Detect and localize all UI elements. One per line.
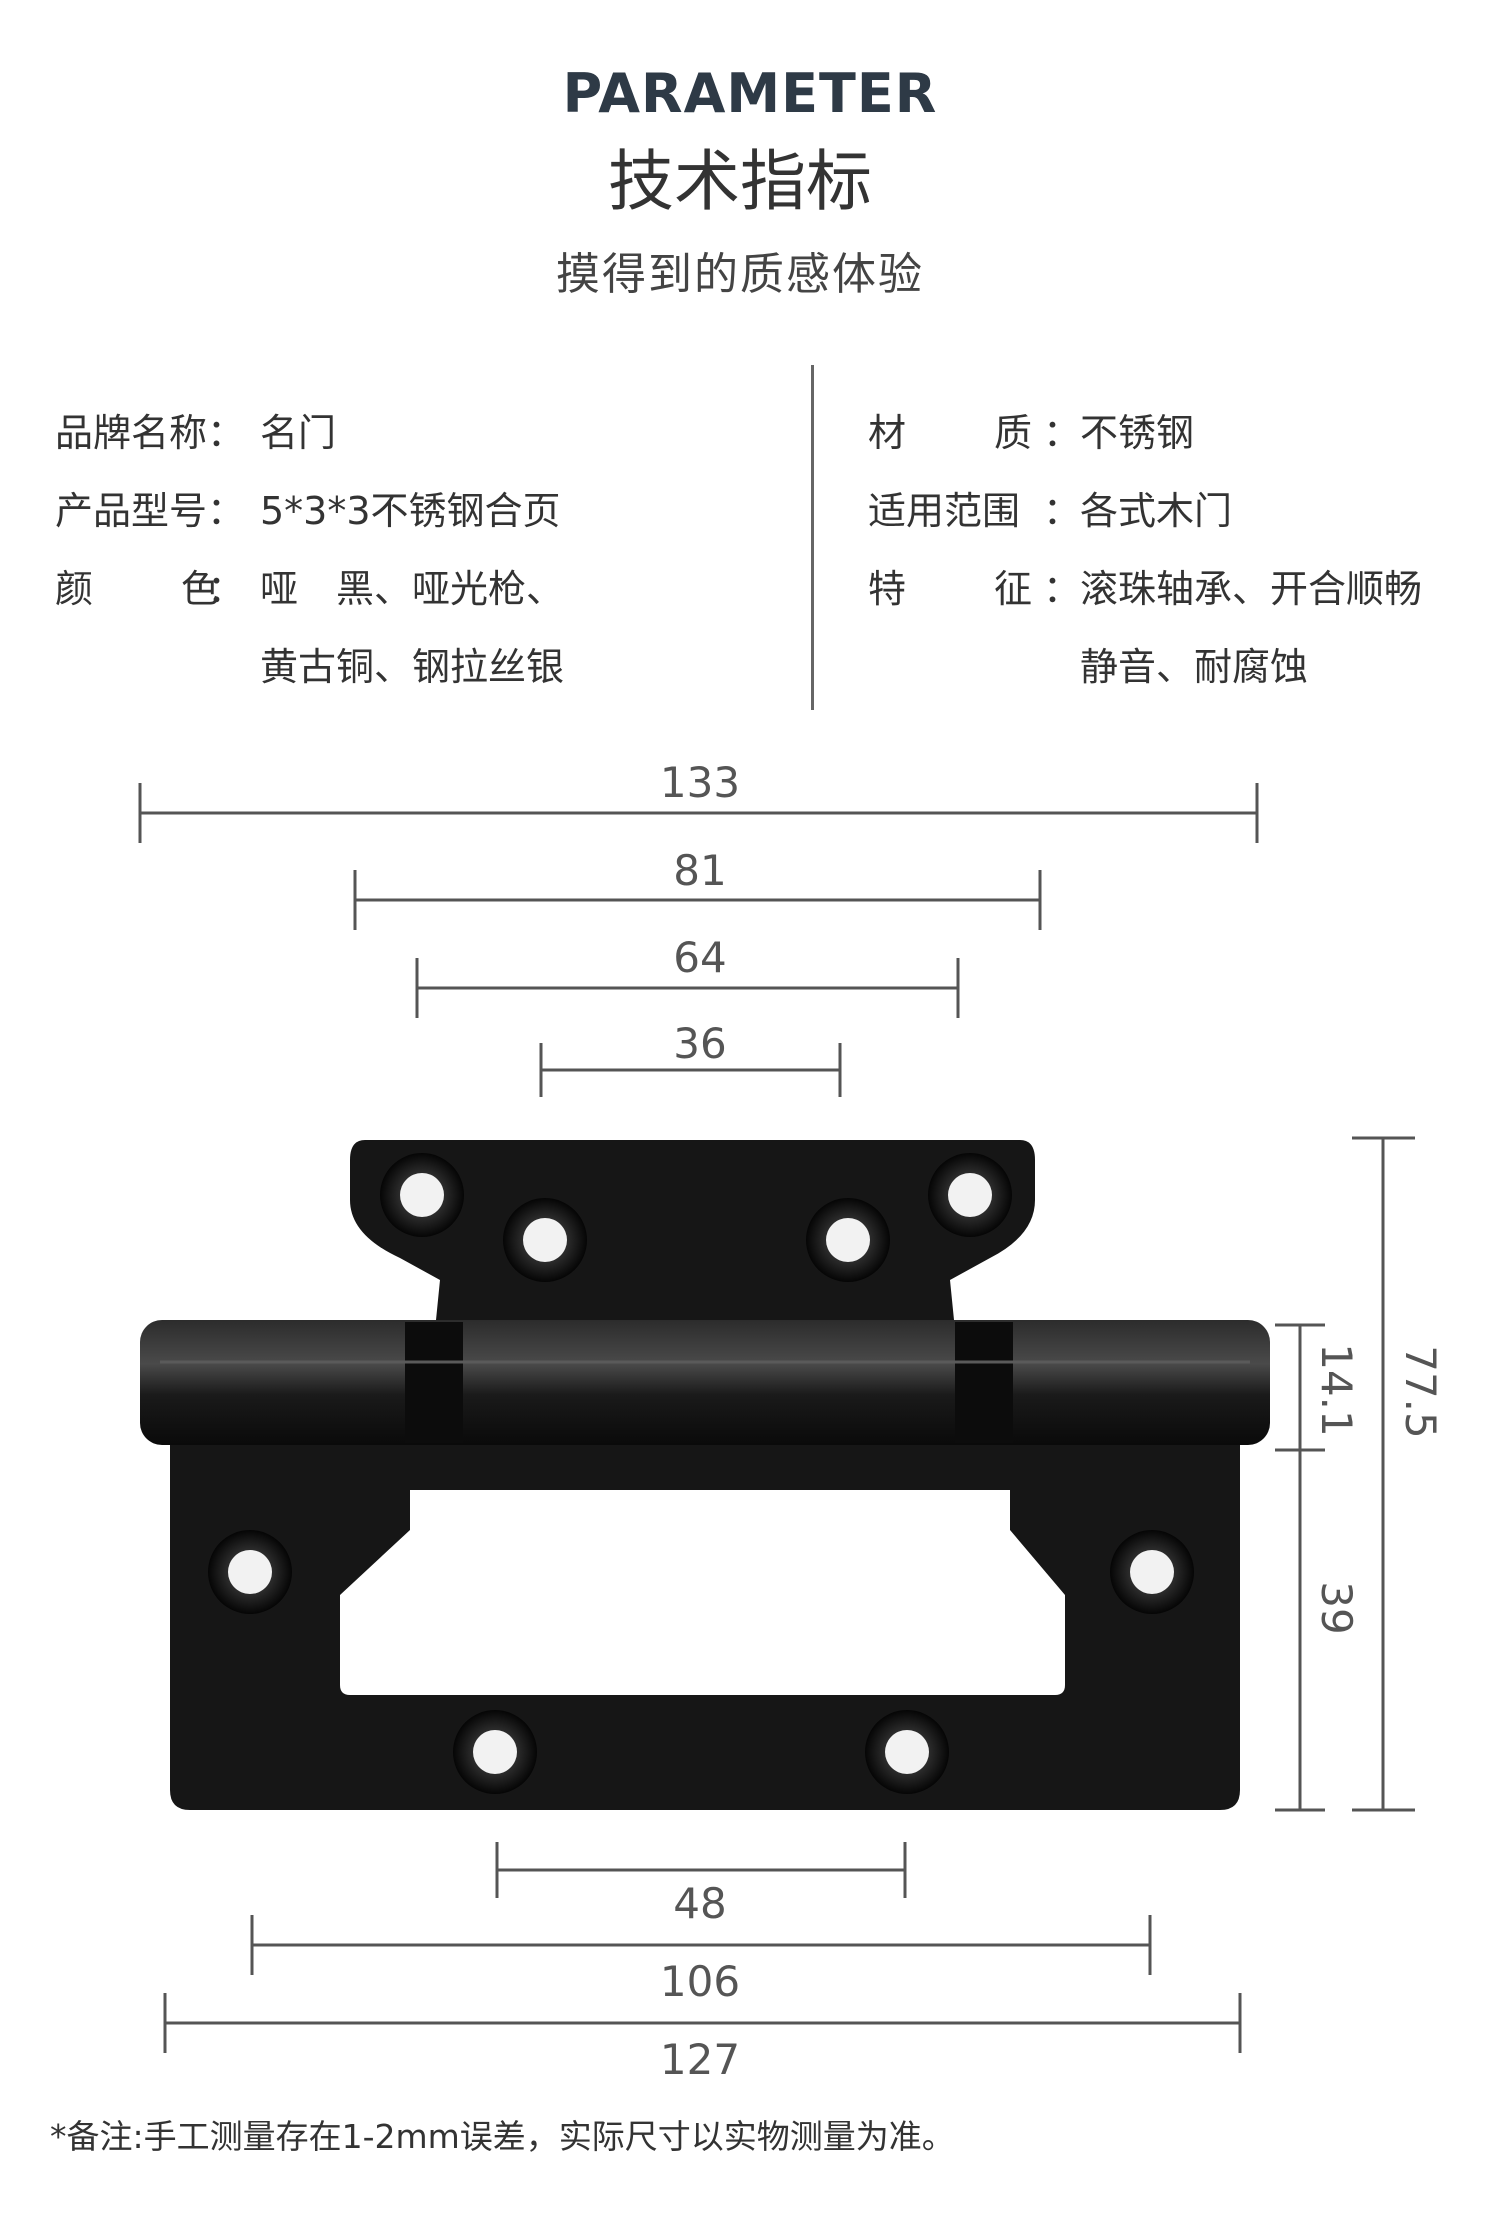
spec-value-cont: 静音、耐腐蚀 [1080, 645, 1309, 689]
spec-label: 品牌名称 [55, 411, 208, 455]
barrel-knuckle-left [405, 1322, 463, 1443]
upper-leaf-holes [380, 1153, 1012, 1282]
hinge-barrel [140, 1320, 1270, 1445]
spec-value: 滚珠轴承、开合顺畅 [1080, 567, 1423, 611]
spec-value-cont: 黄古铜、钢拉丝银 [260, 645, 565, 689]
spec-color: 颜色 ： 哑 黑、哑光枪、 黄古铜、钢拉丝银 [55, 558, 755, 689]
lower-leaf-holes [208, 1530, 1194, 1794]
dim-label-127: 127 [660, 2035, 740, 2084]
spec-value: 哑 黑、哑光枪、 [260, 567, 565, 611]
section-title-cn: 技术指标 [608, 143, 872, 220]
dim-label-106: 106 [660, 1957, 740, 2006]
top-dimension-lines [138, 783, 1259, 1097]
spec-model: 产品型号 ： 5*3*3不锈钢合页 [55, 480, 755, 533]
barrel-knuckle-right [955, 1322, 1013, 1443]
dim-label-48: 48 [673, 1879, 726, 1928]
dim-label-133: 133 [660, 758, 740, 807]
spec-value: 名门 [260, 411, 337, 455]
bottom-dimension-lines [163, 1842, 1242, 2053]
section-title-en: PARAMETER [562, 62, 938, 125]
spec-colon: ： [1043, 567, 1082, 611]
hinge-lower-leaf [170, 1430, 1240, 1810]
spec-value: 不锈钢 [1080, 411, 1195, 455]
spec-colon: ： [1043, 411, 1082, 455]
spec-label: 产品型号 [55, 489, 208, 533]
spec-label: 特征 [868, 567, 1121, 611]
dim-label-14-1: 14.1 [1312, 1343, 1361, 1437]
spec-colon: ： [207, 489, 246, 533]
spec-label: 颜色 [55, 567, 308, 611]
right-dimension-lines [1275, 1136, 1415, 1812]
spec-features: 特征 ： 滚珠轴承、开合顺畅 静音、耐腐蚀 [868, 558, 1488, 689]
spec-label: 材质 [868, 411, 1121, 455]
measurement-note: *备注:手工测量存在1-2mm误差，实际尺寸以实物测量为准。 [50, 2117, 955, 2156]
spec-colon: ： [1043, 489, 1082, 533]
spec-value: 5*3*3不锈钢合页 [260, 489, 561, 533]
spec-colon: ： [207, 411, 246, 455]
spec-colon: ： [207, 567, 246, 611]
dim-label-64: 64 [673, 933, 726, 982]
spec-brand: 品牌名称 ： 名门 [55, 402, 755, 455]
dim-label-81: 81 [673, 846, 726, 895]
section-subtitle: 摸得到的质感体验 [556, 249, 924, 300]
spec-material: 材质 ： 不锈钢 [868, 402, 1488, 455]
spec-value: 各式木门 [1080, 489, 1233, 533]
hinge-product [140, 1140, 1270, 1810]
dim-label-77-5: 77.5 [1396, 1345, 1445, 1439]
column-divider [811, 365, 814, 710]
dim-label-36: 36 [673, 1019, 726, 1068]
hinge-upper-leaf [350, 1140, 1035, 1330]
spec-label: 适用范围 [868, 489, 1021, 533]
dim-label-39: 39 [1312, 1581, 1361, 1634]
spec-scope: 适用范围 ： 各式木门 [868, 480, 1488, 533]
